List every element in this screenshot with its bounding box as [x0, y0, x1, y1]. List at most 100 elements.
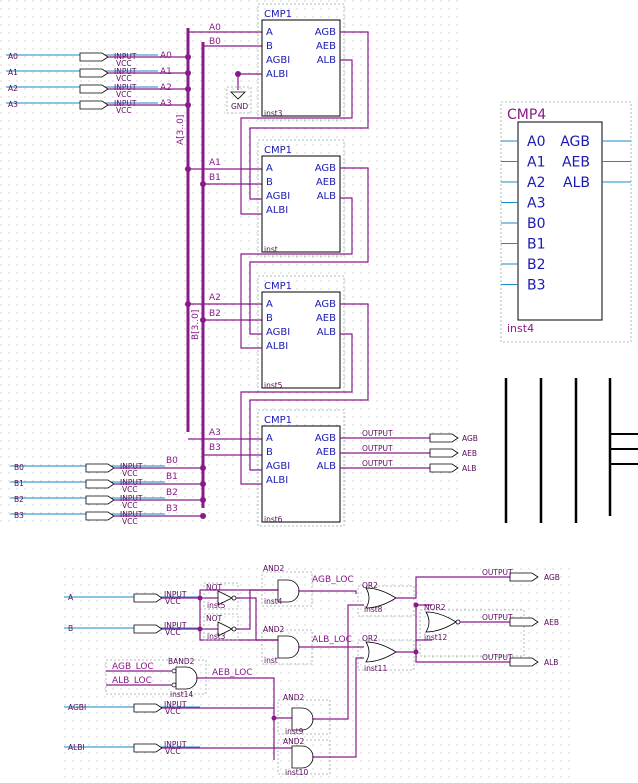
pin-supply: VCC — [165, 747, 181, 756]
or-gate-top[interactable]: OR2 inst8 — [357, 581, 415, 617]
cmp4-input-label: A1 — [527, 155, 545, 171]
net-label: B1 — [166, 472, 178, 482]
cmp4-output-label: AEB — [562, 155, 590, 171]
pin-kind: INPUT — [114, 83, 137, 92]
cmp-input-label: B — [266, 447, 273, 458]
pin-a[interactable]: A INPUT VCC — [64, 590, 200, 606]
output-aeb: AEB — [462, 449, 477, 458]
comparator-blocks: CMP1ABAGBIALBIAGBAEBALBinst3CMP1ABAGBIAL… — [257, 3, 345, 527]
gate-inst: inst8 — [364, 605, 383, 614]
gate-inst: inst4 — [264, 597, 283, 606]
pin-a1[interactable]: A1 INPUT VCC A1 — [6, 67, 172, 83]
pin-albi[interactable]: ALBI INPUT VCC — [64, 740, 200, 756]
cmp4-inst: inst4 — [507, 322, 534, 335]
pin-b1[interactable]: B1 INPUT VCC B1 — [10, 472, 178, 494]
cmp-title: CMP1 — [264, 145, 292, 156]
cmp-output-label: ALB — [317, 461, 336, 472]
tap-a0: A0 — [209, 23, 221, 33]
cmp-title: CMP1 — [264, 415, 292, 426]
or-gate-bottom[interactable]: OR2 inst11 — [357, 634, 415, 673]
pin-kind: INPUT — [114, 67, 137, 76]
and-gate-top[interactable]: AND2 inst4 — [261, 564, 313, 607]
gate-type: NOT — [206, 583, 223, 592]
pin-kind: INPUT — [164, 621, 187, 630]
cmp-output-label: AEB — [316, 177, 336, 188]
pin-name: A2 — [8, 84, 18, 93]
pin-supply: VCC — [165, 707, 181, 716]
pin-a3[interactable]: A3 INPUT VCC A3 — [6, 99, 172, 115]
pin-kind: INPUT — [114, 99, 137, 108]
net-label: A1 — [160, 67, 172, 77]
net-label: B0 — [166, 456, 178, 466]
gate-type: BAND2 — [168, 657, 195, 666]
nor-gate[interactable]: NOR2 inst12 — [419, 603, 525, 657]
cmp-output-label: AGB — [315, 433, 336, 444]
pin-b2[interactable]: B2 INPUT VCC B2 — [10, 488, 178, 510]
cmp-output-label: ALB — [317, 55, 336, 66]
and-gate-9[interactable]: AND2 inst9 — [277, 693, 331, 736]
out-aeb: AEB — [544, 618, 559, 627]
band-gate[interactable]: BAND2 AGB_LOC ALB_LOC inst14 — [105, 657, 207, 699]
cmp4-input-label: A3 — [527, 196, 545, 212]
bus-b-label: B[3..0] — [191, 310, 201, 340]
not-gate-2[interactable]: NOT inst3 — [203, 613, 239, 641]
pin-a2[interactable]: A2 INPUT VCC A2 — [6, 83, 172, 99]
gate-inst: inst14 — [170, 690, 193, 699]
and-gate-mid[interactable]: AND2 inst — [261, 625, 313, 665]
not-gate-1[interactable]: NOT inst5 — [203, 582, 239, 610]
cmp4-output-label: AGB — [560, 134, 590, 150]
tap-b3: B3 — [209, 443, 221, 453]
pin-supply: VCC — [122, 517, 138, 526]
pin-agbi[interactable]: AGBI INPUT VCC — [64, 700, 200, 716]
cmp-output-label: AGB — [315, 163, 336, 174]
output-kind: OUTPUT — [362, 429, 393, 438]
tap-b2: B2 — [209, 309, 221, 319]
cmp-input-label: A — [266, 27, 273, 38]
cmp-input-label: AGBI — [266, 55, 290, 66]
pin-supply: VCC — [165, 597, 181, 606]
bottom-outputs: OUTPUT OUTPUT OUTPUT AGB AEB ALB — [482, 568, 560, 667]
gate-type: AND2 — [263, 564, 285, 573]
pin-name: A — [68, 593, 74, 602]
gate-inst: inst5 — [207, 601, 226, 610]
cmp-input-label: ALBI — [266, 475, 288, 486]
gate-inst: inst11 — [364, 664, 387, 673]
gate-inst: inst9 — [285, 727, 304, 736]
tap-a1: A1 — [209, 158, 221, 168]
cmp-inst: inst3 — [264, 109, 283, 118]
out-agb: AGB — [544, 573, 560, 582]
top-input-pins: A0 INPUT VCC A0 A1 INPUT VCC A1 A2 INPUT… — [6, 51, 191, 115]
cmp-output-label: AGB — [315, 299, 336, 310]
cascade-agb-2 — [249, 303, 369, 471]
cmp-output-label: AEB — [316, 313, 336, 324]
gate-type: OR2 — [362, 581, 378, 590]
cmp-inst: inst — [264, 245, 278, 254]
cmp-title: CMP1 — [264, 9, 292, 20]
pin-b0[interactable]: B0 INPUT VCC B0 — [10, 456, 178, 478]
tap-a3: A3 — [209, 428, 221, 438]
cmp-input-label: ALBI — [266, 341, 288, 352]
pin-name: ALBI — [68, 743, 85, 752]
pin-name: B1 — [14, 479, 24, 488]
top-grid — [0, 0, 462, 528]
pin-b[interactable]: B INPUT VCC — [64, 621, 200, 637]
gate-type: AND2 — [283, 693, 305, 702]
gate-inst: inst3 — [207, 632, 226, 641]
pin-name: B2 — [14, 495, 24, 504]
pin-b3[interactable]: B3 INPUT VCC B3 — [10, 504, 178, 526]
pin-name: A1 — [8, 68, 18, 77]
cmp-title: CMP1 — [264, 281, 292, 292]
output-kind: OUTPUT — [482, 653, 513, 662]
band-in1: AGB_LOC — [112, 662, 154, 672]
net-label: A0 — [160, 51, 172, 61]
cascade-agb-1 — [249, 167, 369, 335]
cmp4-input-label: A2 — [527, 175, 545, 191]
output-kind: OUTPUT — [362, 459, 393, 468]
output-kind: OUTPUT — [482, 613, 513, 622]
gate-inst: inst — [264, 656, 278, 665]
